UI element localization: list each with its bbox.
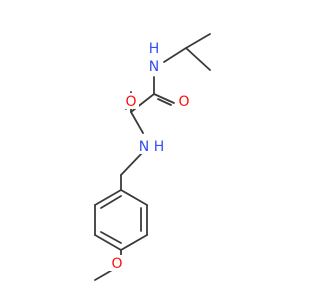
oxygen-methoxy-label: O [111, 256, 122, 272]
oxygen-left-label: O [125, 94, 136, 110]
bond-isopropyl-ch3-right [185, 47, 211, 71]
nh-mid-background [136, 138, 152, 154]
nitrogen-top-label: N [149, 59, 159, 75]
nh-top-background [146, 58, 162, 74]
ring-inner-double-3 [100, 195, 122, 209]
oxygen-methoxy-background [109, 255, 125, 271]
bonds [94, 33, 211, 281]
ring-inner-double-2 [100, 231, 122, 244]
oxygen-right-background [176, 93, 192, 109]
molecule-structure: N H O O N H O [94, 33, 211, 281]
atom-labels: N H O O N H O [109, 40, 192, 272]
ring-bond-3 [120, 234, 148, 251]
h-top-background [146, 40, 162, 56]
bond-carbonyl-top-oxygen-1 [153, 93, 175, 104]
hydrogen-mid-label: H [154, 139, 165, 155]
ring-bond-1 [120, 189, 148, 206]
oxygen-left-background [123, 93, 139, 109]
bond-isopropyl-to-n [163, 47, 187, 63]
hydrogen-top-label: H [149, 41, 160, 57]
h-mid-background [151, 138, 167, 154]
bond-carbonyl-left-to-n [130, 111, 144, 134]
nitrogen-mid-label: N [139, 139, 149, 155]
ring-bond-4 [94, 234, 122, 251]
bond-n-to-ch2 [120, 151, 144, 176]
molecule-diagram: N H O O N H O [94, 33, 211, 281]
bond-isopropyl-ch3-top [185, 33, 211, 49]
oxygen-right-label: O [178, 94, 189, 110]
bond-carbonyl-top-oxygen-2 [157, 98, 172, 106]
ring-bond-6 [94, 189, 122, 206]
